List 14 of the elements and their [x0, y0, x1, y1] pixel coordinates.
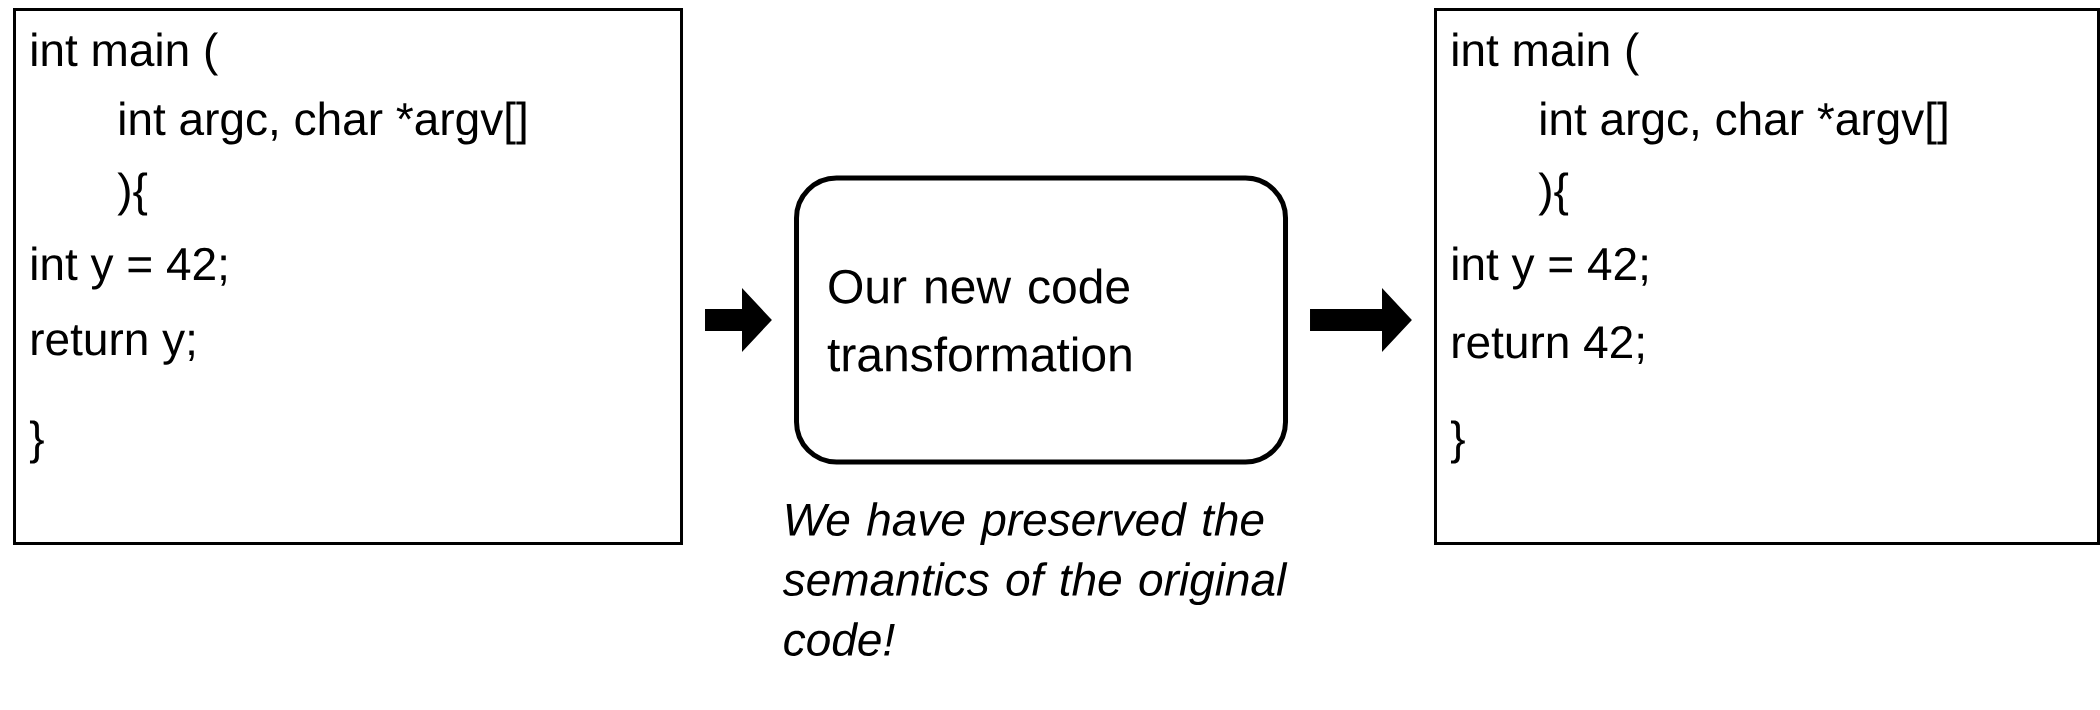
code-line: ){: [117, 172, 148, 216]
code-line: return 42;: [1453, 326, 1643, 364]
code-line: int y = 42;: [32, 246, 226, 290]
code-line: }: [29, 420, 44, 464]
code-line: return y;: [32, 325, 194, 365]
code-line: int main (: [32, 32, 219, 76]
code-line: ){: [1538, 172, 1569, 216]
process-box: Our new code transformation: [794, 175, 1288, 465]
node-label: We have preserved the semantics of the original code!: [782, 502, 1288, 656]
code-line: }: [1451, 420, 1465, 464]
code-line: int main (: [1453, 32, 1640, 76]
code-line: int argc, char *argv[]: [120, 101, 526, 145]
code-line: int y = 42;: [1453, 246, 1647, 290]
code-line: int argc, char *argv[]: [1541, 101, 1947, 145]
